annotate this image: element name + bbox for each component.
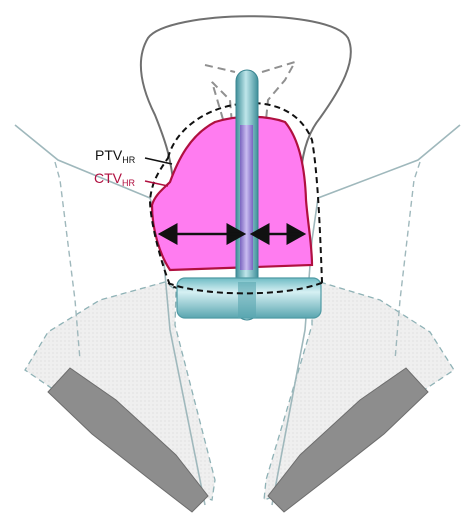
ctv-hr-leader-line bbox=[145, 181, 168, 186]
ring-applicator-icon bbox=[177, 278, 321, 318]
ptv-hr-label-sub: HR bbox=[122, 155, 135, 165]
ctv-hr-label: CTVHR bbox=[94, 170, 135, 188]
ctv-hr-label-main: CTV bbox=[94, 170, 123, 186]
ctv-hr-label-sub: HR bbox=[122, 178, 135, 188]
ptv-hr-label-main: PTV bbox=[95, 147, 123, 163]
ptv-hr-label: PTVHR bbox=[95, 147, 136, 165]
